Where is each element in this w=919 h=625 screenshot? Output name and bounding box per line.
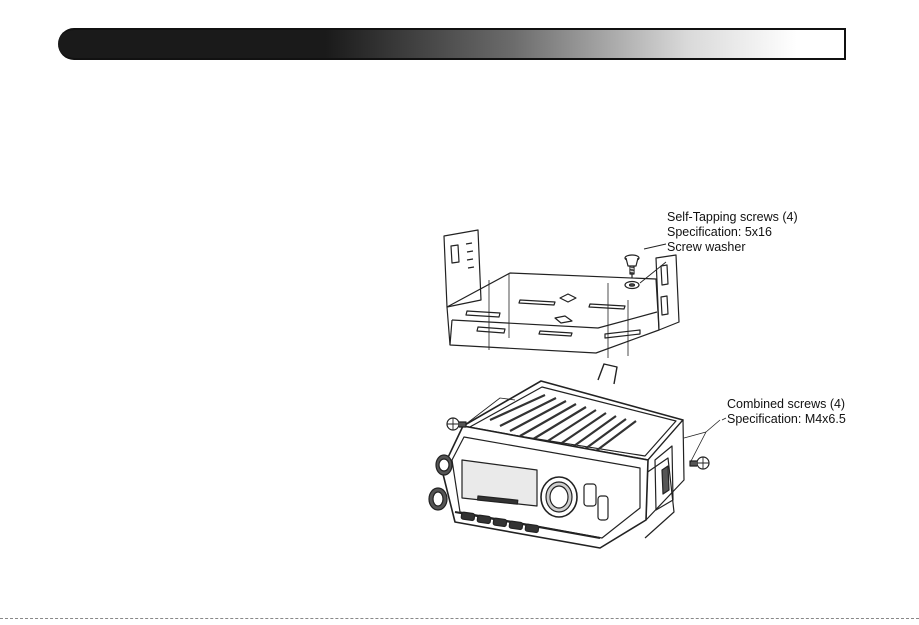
self-tapping-screw bbox=[625, 255, 639, 278]
combined-screw-right bbox=[690, 457, 709, 469]
radio-unit bbox=[429, 364, 684, 548]
self-tapping-screws-label: Self-Tapping screws (4) bbox=[667, 210, 798, 225]
mounting-bracket bbox=[444, 230, 679, 358]
screw-washer-label: Screw washer bbox=[667, 240, 798, 255]
screw-washer bbox=[625, 282, 639, 289]
combined-screws-callout: Combined screws (4) Specification: M4x6.… bbox=[727, 397, 846, 427]
self-tapping-callout: Self-Tapping screws (4) Specification: 5… bbox=[667, 210, 798, 255]
combined-spec-label: Specification: M4x6.5 bbox=[727, 412, 846, 427]
self-tapping-spec-label: Specification: 5x16 bbox=[667, 225, 798, 240]
combined-screws-label: Combined screws (4) bbox=[727, 397, 846, 412]
page-bottom-rule bbox=[0, 618, 919, 619]
